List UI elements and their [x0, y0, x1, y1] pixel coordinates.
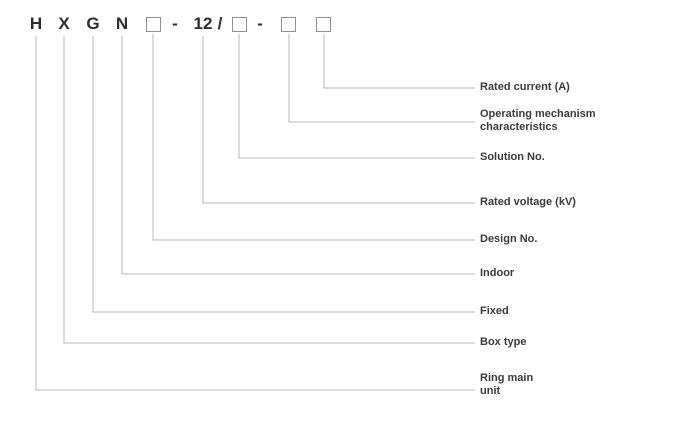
label-solution-no: Solution No. — [480, 151, 545, 163]
solution-no-placeholder-box — [232, 17, 247, 32]
connector-rated-current — [323, 34, 475, 89]
connector-box-type — [63, 36, 475, 344]
mechanism-placeholder-box — [281, 17, 296, 32]
code-dash-2: - — [257, 14, 263, 33]
label-fixed: Fixed — [480, 305, 509, 317]
connector-solution-no — [238, 34, 475, 159]
label-indoor: Indoor — [480, 267, 515, 279]
connector-fixed — [92, 36, 475, 313]
label-box-type: Box type — [480, 336, 527, 348]
code-letter-h: H — [29, 14, 43, 33]
label-ring-main-unit: Ring main unit — [480, 372, 534, 397]
rated-current-placeholder-box — [316, 17, 331, 32]
code-letter-g: G — [86, 14, 100, 33]
connector-design-no — [152, 34, 475, 241]
code-letter-x: X — [58, 14, 70, 33]
code-dash: - — [172, 14, 178, 33]
connector-indoor — [121, 36, 475, 275]
label-design-no: Design No. — [480, 233, 538, 245]
label-operating-mechanism: Operating mechanism characteristics — [480, 108, 596, 133]
connector-ring-main-unit — [35, 36, 475, 391]
connector-rated-voltage — [202, 36, 475, 204]
label-rated-voltage: Rated voltage (kV) — [480, 196, 576, 208]
connector-operating-mechanism — [288, 34, 475, 123]
design-no-placeholder-box — [146, 17, 161, 32]
code-letter-n: N — [115, 14, 129, 33]
code-voltage: 12 — [193, 14, 213, 33]
label-rated-current: Rated current (A) — [480, 81, 570, 93]
code-slash: / — [217, 14, 223, 33]
